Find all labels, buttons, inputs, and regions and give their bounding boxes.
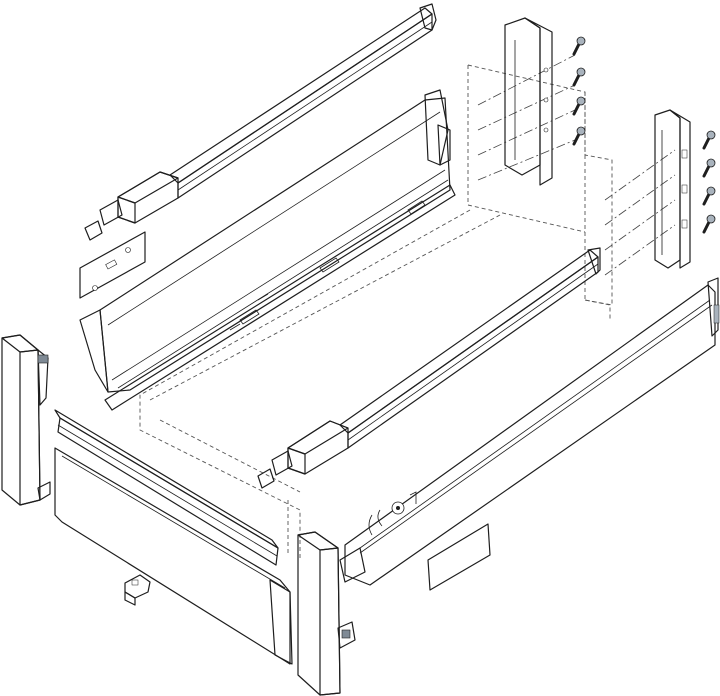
front-cap-left bbox=[1, 334, 51, 506]
screw-icon bbox=[572, 126, 586, 146]
drawer-side-panel-left bbox=[79, 89, 456, 411]
drawer-runner-right bbox=[257, 247, 601, 489]
front-panel bbox=[54, 447, 293, 665]
screws-left-set bbox=[572, 36, 586, 146]
screw-icon bbox=[702, 186, 716, 206]
drawer-runner-left bbox=[84, 3, 437, 241]
screws-right-set bbox=[702, 130, 716, 234]
rear-bracket-left bbox=[504, 17, 553, 186]
screw-guide-lines bbox=[477, 54, 676, 276]
front-cap-right bbox=[297, 531, 356, 696]
rear-bracket-right bbox=[654, 109, 691, 269]
screw-icon bbox=[702, 214, 716, 234]
screw-icon bbox=[572, 96, 586, 116]
screw-icon bbox=[702, 130, 716, 150]
mounting-plate bbox=[79, 231, 146, 299]
screw-icon bbox=[572, 36, 586, 56]
screw-icon bbox=[702, 158, 716, 178]
clip-bracket bbox=[124, 574, 151, 606]
drawer-side-panel-right bbox=[339, 277, 720, 591]
front-rail bbox=[54, 409, 279, 566]
screw-icon bbox=[572, 67, 586, 87]
cabinet-outline bbox=[139, 64, 613, 560]
